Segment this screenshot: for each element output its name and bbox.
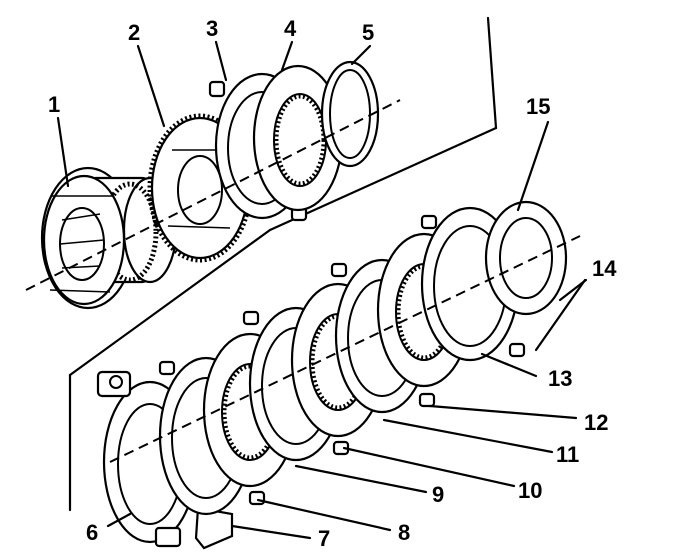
- label-7: 7: [318, 526, 330, 551]
- label-14: 14: [592, 256, 617, 281]
- label-13: 13: [548, 366, 572, 391]
- part-15-seal: [484, 200, 568, 316]
- label-2: 2: [128, 20, 140, 45]
- lower-assembly: [96, 200, 581, 550]
- part-4-disc: [252, 64, 344, 212]
- frame-lines: [68, 16, 587, 512]
- label-5: 5: [362, 20, 374, 45]
- label-8: 8: [398, 520, 410, 545]
- part-5-snap-ring: [320, 60, 380, 168]
- label-3: 3: [206, 16, 218, 41]
- label-4: 4: [284, 16, 297, 41]
- part-7-clip: [194, 506, 234, 550]
- label-15: 15: [526, 94, 550, 119]
- lower-axis-line: [109, 235, 581, 463]
- label-10: 10: [518, 478, 542, 503]
- part-1-hub: [40, 166, 178, 310]
- callout-numbers: 1 2 3 4 5 6 7 8 9 10 11 12 13 14 15: [48, 16, 617, 551]
- label-6: 6: [86, 520, 98, 545]
- upper-assembly: [25, 60, 401, 310]
- upper-axis-line: [25, 99, 401, 291]
- label-12: 12: [584, 410, 608, 435]
- label-9: 9: [432, 482, 444, 507]
- label-11: 11: [556, 442, 579, 467]
- leader-lines: [56, 40, 588, 540]
- label-1: 1: [48, 92, 60, 117]
